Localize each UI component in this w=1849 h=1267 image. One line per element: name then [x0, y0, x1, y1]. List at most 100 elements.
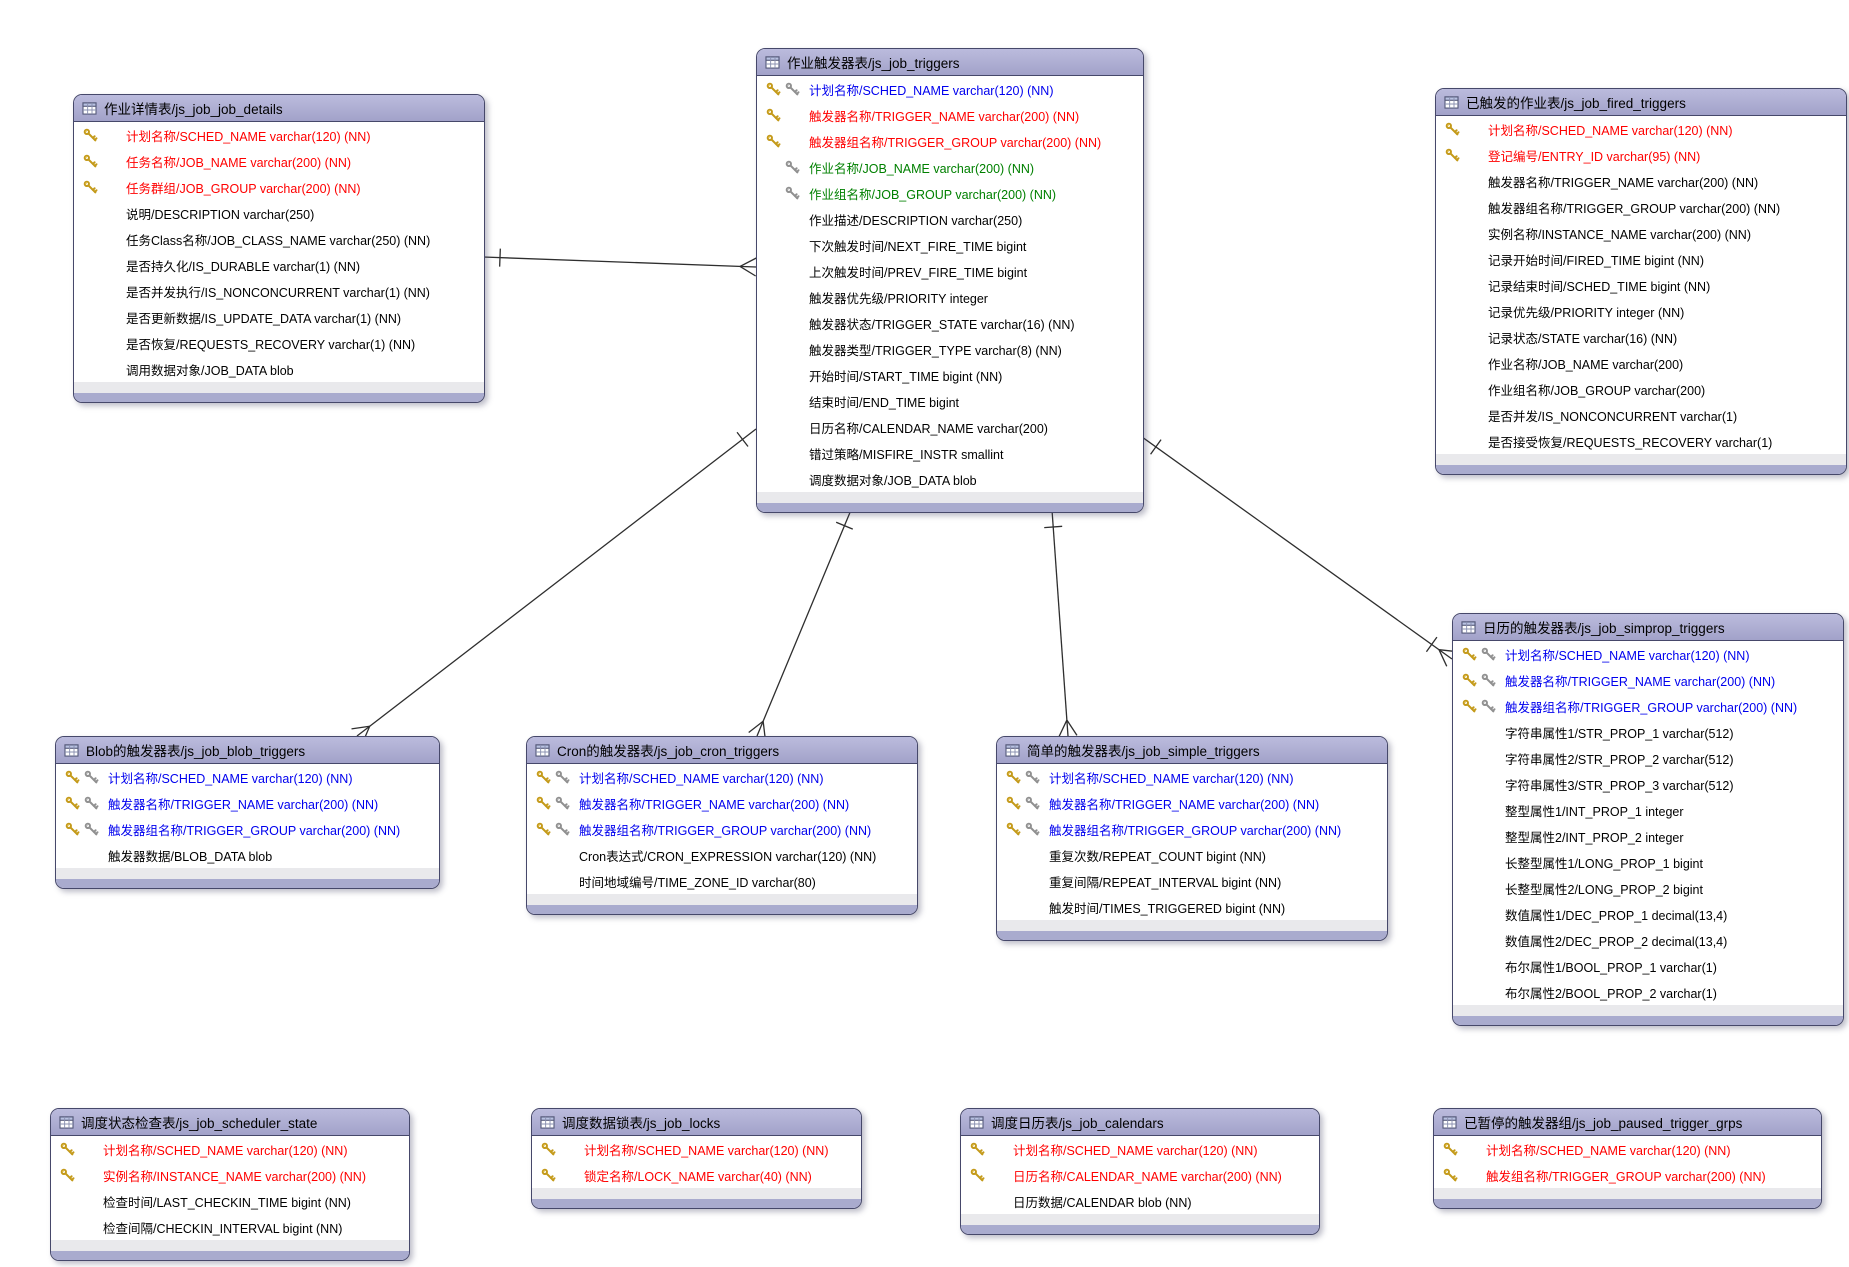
table-footer-strip — [532, 1188, 861, 1199]
relationship-line-triggers-to-simprop_triggers — [1141, 436, 1453, 660]
field-row: 触发器数据/BLOB_DATA blob — [56, 842, 439, 868]
field-row: 触发器名称/TRIGGER_NAME varchar(200) (NN) — [1453, 667, 1843, 693]
table-js_job_cron_triggers[interactable]: Cron的触发器表/js_job_cron_triggers 计划名称/SCHED… — [526, 736, 918, 915]
field-label: 调度数据对象/JOB_DATA blob — [809, 473, 977, 488]
table-header-js_job_job_details[interactable]: 作业详情表/js_job_job_details — [74, 95, 484, 122]
field-row: 整型属性2/INT_PROP_2 integer — [1453, 823, 1843, 849]
field-label: 时间地域编号/TIME_ZONE_ID varchar(80) — [579, 875, 816, 890]
field-label: 触发器名称/TRIGGER_NAME varchar(200) (NN) — [1488, 175, 1759, 190]
field-row: 开始时间/START_TIME bigint (NN) — [757, 362, 1143, 388]
table-header-js_job_simple_triggers[interactable]: 简单的触发器表/js_job_simple_triggers — [997, 737, 1387, 764]
table-title: 调度数据锁表/js_job_locks — [562, 1116, 721, 1131]
field-row: 作业名称/JOB_NAME varchar(200) — [1436, 350, 1846, 376]
field-row: Cron表达式/CRON_EXPRESSION varchar(120) (NN… — [527, 842, 917, 868]
primary-key-icon — [766, 108, 781, 123]
field-label: 日历名称/CALENDAR_NAME varchar(200) (NN) — [1013, 1169, 1282, 1184]
table-header-js_job_cron_triggers[interactable]: Cron的触发器表/js_job_cron_triggers — [527, 737, 917, 764]
table-header-js_job_triggers[interactable]: 作业触发器表/js_job_triggers — [757, 49, 1143, 76]
field-label: 计划名称/SCHED_NAME varchar(120) (NN) — [579, 771, 824, 786]
field-label: 记录优先级/PRIORITY integer (NN) — [1488, 305, 1685, 320]
field-label: 触发器组名称/TRIGGER_GROUP varchar(200) (NN) — [108, 823, 401, 838]
primary-key-icon — [83, 180, 98, 195]
primary-key-icon — [1443, 1142, 1458, 1157]
field-row: 任务Class名称/JOB_CLASS_NAME varchar(250) (N… — [74, 226, 484, 252]
primary-key-icon — [1006, 796, 1021, 811]
table-title: 作业详情表/js_job_job_details — [104, 102, 283, 117]
field-row: 字符串属性1/STR_PROP_1 varchar(512) — [1453, 719, 1843, 745]
table-header-js_job_fired_triggers[interactable]: 已触发的作业表/js_job_fired_triggers — [1436, 89, 1846, 116]
foreign-key-icon — [1025, 770, 1040, 785]
table-js_job_triggers[interactable]: 作业触发器表/js_job_triggers 计划名称/SCHED_NAME va… — [756, 48, 1144, 513]
table-header-js_job_calendars[interactable]: 调度日历表/js_job_calendars — [961, 1109, 1319, 1136]
field-row: 记录优先级/PRIORITY integer (NN) — [1436, 298, 1846, 324]
field-label: 计划名称/SCHED_NAME varchar(120) (NN) — [1505, 648, 1750, 663]
table-footer-bar — [51, 1251, 409, 1260]
table-footer-strip — [1436, 454, 1846, 465]
table-title: Cron的触发器表/js_job_cron_triggers — [557, 744, 780, 759]
table-footer-strip — [51, 1240, 409, 1251]
field-label: 是否更新数据/IS_UPDATE_DATA varchar(1) (NN) — [126, 311, 402, 326]
field-label: 是否并发执行/IS_NONCONCURRENT varchar(1) (NN) — [126, 285, 430, 300]
field-label: 触发器组名称/TRIGGER_GROUP varchar(200) (NN) — [809, 135, 1102, 150]
table-header-js_job_scheduler_state[interactable]: 调度状态检查表/js_job_scheduler_state — [51, 1109, 409, 1136]
crow-foot-triggers-to-simple_triggers — [1066, 719, 1078, 736]
field-row: 作业描述/DESCRIPTION varchar(250) — [757, 206, 1143, 232]
table-js_job_blob_triggers[interactable]: Blob的触发器表/js_job_blob_triggers 计划名称/SCHED… — [55, 736, 440, 889]
primary-key-icon — [65, 796, 80, 811]
relationship-line-job_details-to-triggers — [482, 256, 757, 268]
field-label: 说明/DESCRIPTION varchar(250) — [126, 207, 315, 222]
table-icon — [1444, 95, 1459, 109]
field-label: 计划名称/SCHED_NAME varchar(120) (NN) — [809, 83, 1054, 98]
table-icon — [765, 55, 780, 69]
field-label: 检查时间/LAST_CHECKIN_TIME bigint (NN) — [103, 1195, 351, 1210]
field-label: 计划名称/SCHED_NAME varchar(120) (NN) — [108, 771, 353, 786]
foreign-key-icon — [1481, 673, 1496, 688]
field-label: 实例名称/INSTANCE_NAME varchar(200) (NN) — [103, 1169, 367, 1184]
field-label: 错过策略/MISFIRE_INSTR smallint — [809, 447, 1004, 462]
field-row: 实例名称/INSTANCE_NAME varchar(200) (NN) — [1436, 220, 1846, 246]
field-label: 日历数据/CALENDAR blob (NN) — [1013, 1195, 1192, 1210]
field-row: 检查间隔/CHECKIN_INTERVAL bigint (NN) — [51, 1214, 409, 1240]
table-header-js_job_simprop_triggers[interactable]: 日历的触发器表/js_job_simprop_triggers — [1453, 614, 1843, 641]
field-label: 布尔属性2/BOOL_PROP_2 varchar(1) — [1505, 986, 1717, 1001]
table-footer-bar — [1453, 1016, 1843, 1025]
field-row: 是否恢复/REQUESTS_RECOVERY varchar(1) (NN) — [74, 330, 484, 356]
field-label: 记录开始时间/FIRED_TIME bigint (NN) — [1488, 253, 1704, 268]
field-row: 是否更新数据/IS_UPDATE_DATA varchar(1) (NN) — [74, 304, 484, 330]
field-row: 记录状态/STATE varchar(16) (NN) — [1436, 324, 1846, 350]
field-row: 触发器名称/TRIGGER_NAME varchar(200) (NN) — [757, 102, 1143, 128]
table-header-js_job_locks[interactable]: 调度数据锁表/js_job_locks — [532, 1109, 861, 1136]
table-icon — [1442, 1115, 1457, 1129]
one-tick-end-triggers-to-simprop_triggers — [1425, 636, 1438, 653]
field-row: 日历名称/CALENDAR_NAME varchar(200) — [757, 414, 1143, 440]
one-tick-triggers-to-cron_triggers — [835, 521, 854, 530]
table-footer-bar — [1434, 1199, 1821, 1208]
relationship-line-triggers-to-cron_triggers — [756, 509, 852, 737]
primary-key-icon — [1445, 122, 1460, 137]
field-label: 是否接受恢复/REQUESTS_RECOVERY varchar(1) — [1488, 435, 1773, 450]
field-row: 计划名称/SCHED_NAME varchar(120) (NN) — [961, 1136, 1319, 1162]
primary-key-icon — [83, 128, 98, 143]
field-row: 记录开始时间/FIRED_TIME bigint (NN) — [1436, 246, 1846, 272]
table-js_job_simprop_triggers[interactable]: 日历的触发器表/js_job_simprop_triggers 计划名称/SCHE… — [1452, 613, 1844, 1026]
primary-key-icon — [65, 770, 80, 785]
field-row: 记录结束时间/SCHED_TIME bigint (NN) — [1436, 272, 1846, 298]
field-row: 重复间隔/REPEAT_INTERVAL bigint (NN) — [997, 868, 1387, 894]
field-row: 重复次数/REPEAT_COUNT bigint (NN) — [997, 842, 1387, 868]
field-row: 布尔属性2/BOOL_PROP_2 varchar(1) — [1453, 979, 1843, 1005]
field-label: 是否持久化/IS_DURABLE varchar(1) (NN) — [126, 259, 361, 274]
field-row: 数值属性1/DEC_PROP_1 decimal(13,4) — [1453, 901, 1843, 927]
table-header-js_job_blob_triggers[interactable]: Blob的触发器表/js_job_blob_triggers — [56, 737, 439, 764]
table-header-js_job_paused_trigger_grps[interactable]: 已暂停的触发器组/js_job_paused_trigger_grps — [1434, 1109, 1821, 1136]
table-footer-strip — [961, 1214, 1319, 1225]
table-title: 调度状态检查表/js_job_scheduler_state — [81, 1116, 318, 1131]
crow-foot-triggers-to-simprop_triggers — [1438, 649, 1448, 667]
